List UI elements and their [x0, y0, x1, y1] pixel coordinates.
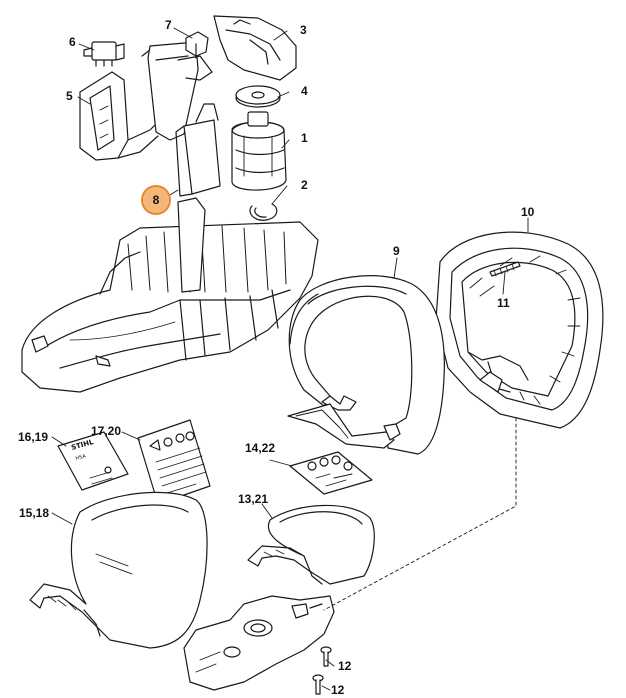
module-part-6 — [83, 41, 125, 67]
callout-12-upper: 12 — [338, 659, 352, 673]
main-housing — [21, 197, 319, 393]
callout-8-label: 8 — [152, 193, 160, 207]
callout-5: 5 — [66, 89, 73, 103]
callout-7: 7 — [165, 18, 172, 32]
motor-part-1 — [231, 111, 287, 191]
callout-14-22: 14,22 — [245, 441, 276, 455]
grip-part-15-18 — [29, 491, 208, 649]
assembly-dashed-line — [323, 417, 517, 611]
decal-model-text: HSA — [75, 453, 87, 462]
screw-part-12-lower — [312, 674, 324, 695]
bow-handle-part-9 — [287, 275, 445, 455]
grip-part-13-21 — [247, 504, 375, 585]
handle-frame-part-10 — [435, 231, 604, 429]
callout-16-19: 16,19 — [18, 430, 49, 444]
electronics-box-part-8 — [175, 103, 221, 197]
callout-3: 3 — [300, 23, 307, 37]
spring-part-11 — [489, 261, 521, 277]
callout-10: 10 — [521, 205, 535, 219]
decal-part-16-19: STIHL HSA — [57, 431, 129, 491]
callout-17-20: 17,20 — [91, 424, 122, 438]
callout-4: 4 — [301, 84, 308, 98]
cover-plate — [147, 41, 213, 141]
cover-part-3 — [213, 15, 297, 81]
callout-9: 9 — [393, 244, 400, 258]
callout-1: 1 — [301, 131, 308, 145]
decal-part-17-20 — [137, 419, 211, 505]
callout-13-21: 13,21 — [238, 492, 269, 506]
disc-part-4 — [235, 85, 281, 108]
callout-8-highlighted[interactable]: 8 — [141, 185, 171, 215]
decal-part-14-22 — [289, 451, 373, 495]
callout-15-18: 15,18 — [19, 506, 50, 520]
gear-housing — [183, 595, 335, 691]
callout-2: 2 — [301, 178, 308, 192]
callout-6: 6 — [69, 35, 76, 49]
screw-part-12-upper — [320, 646, 332, 667]
callout-11: 11 — [497, 296, 510, 310]
callout-12-lower: 12 — [331, 683, 345, 697]
circlip-part-2 — [249, 203, 278, 221]
